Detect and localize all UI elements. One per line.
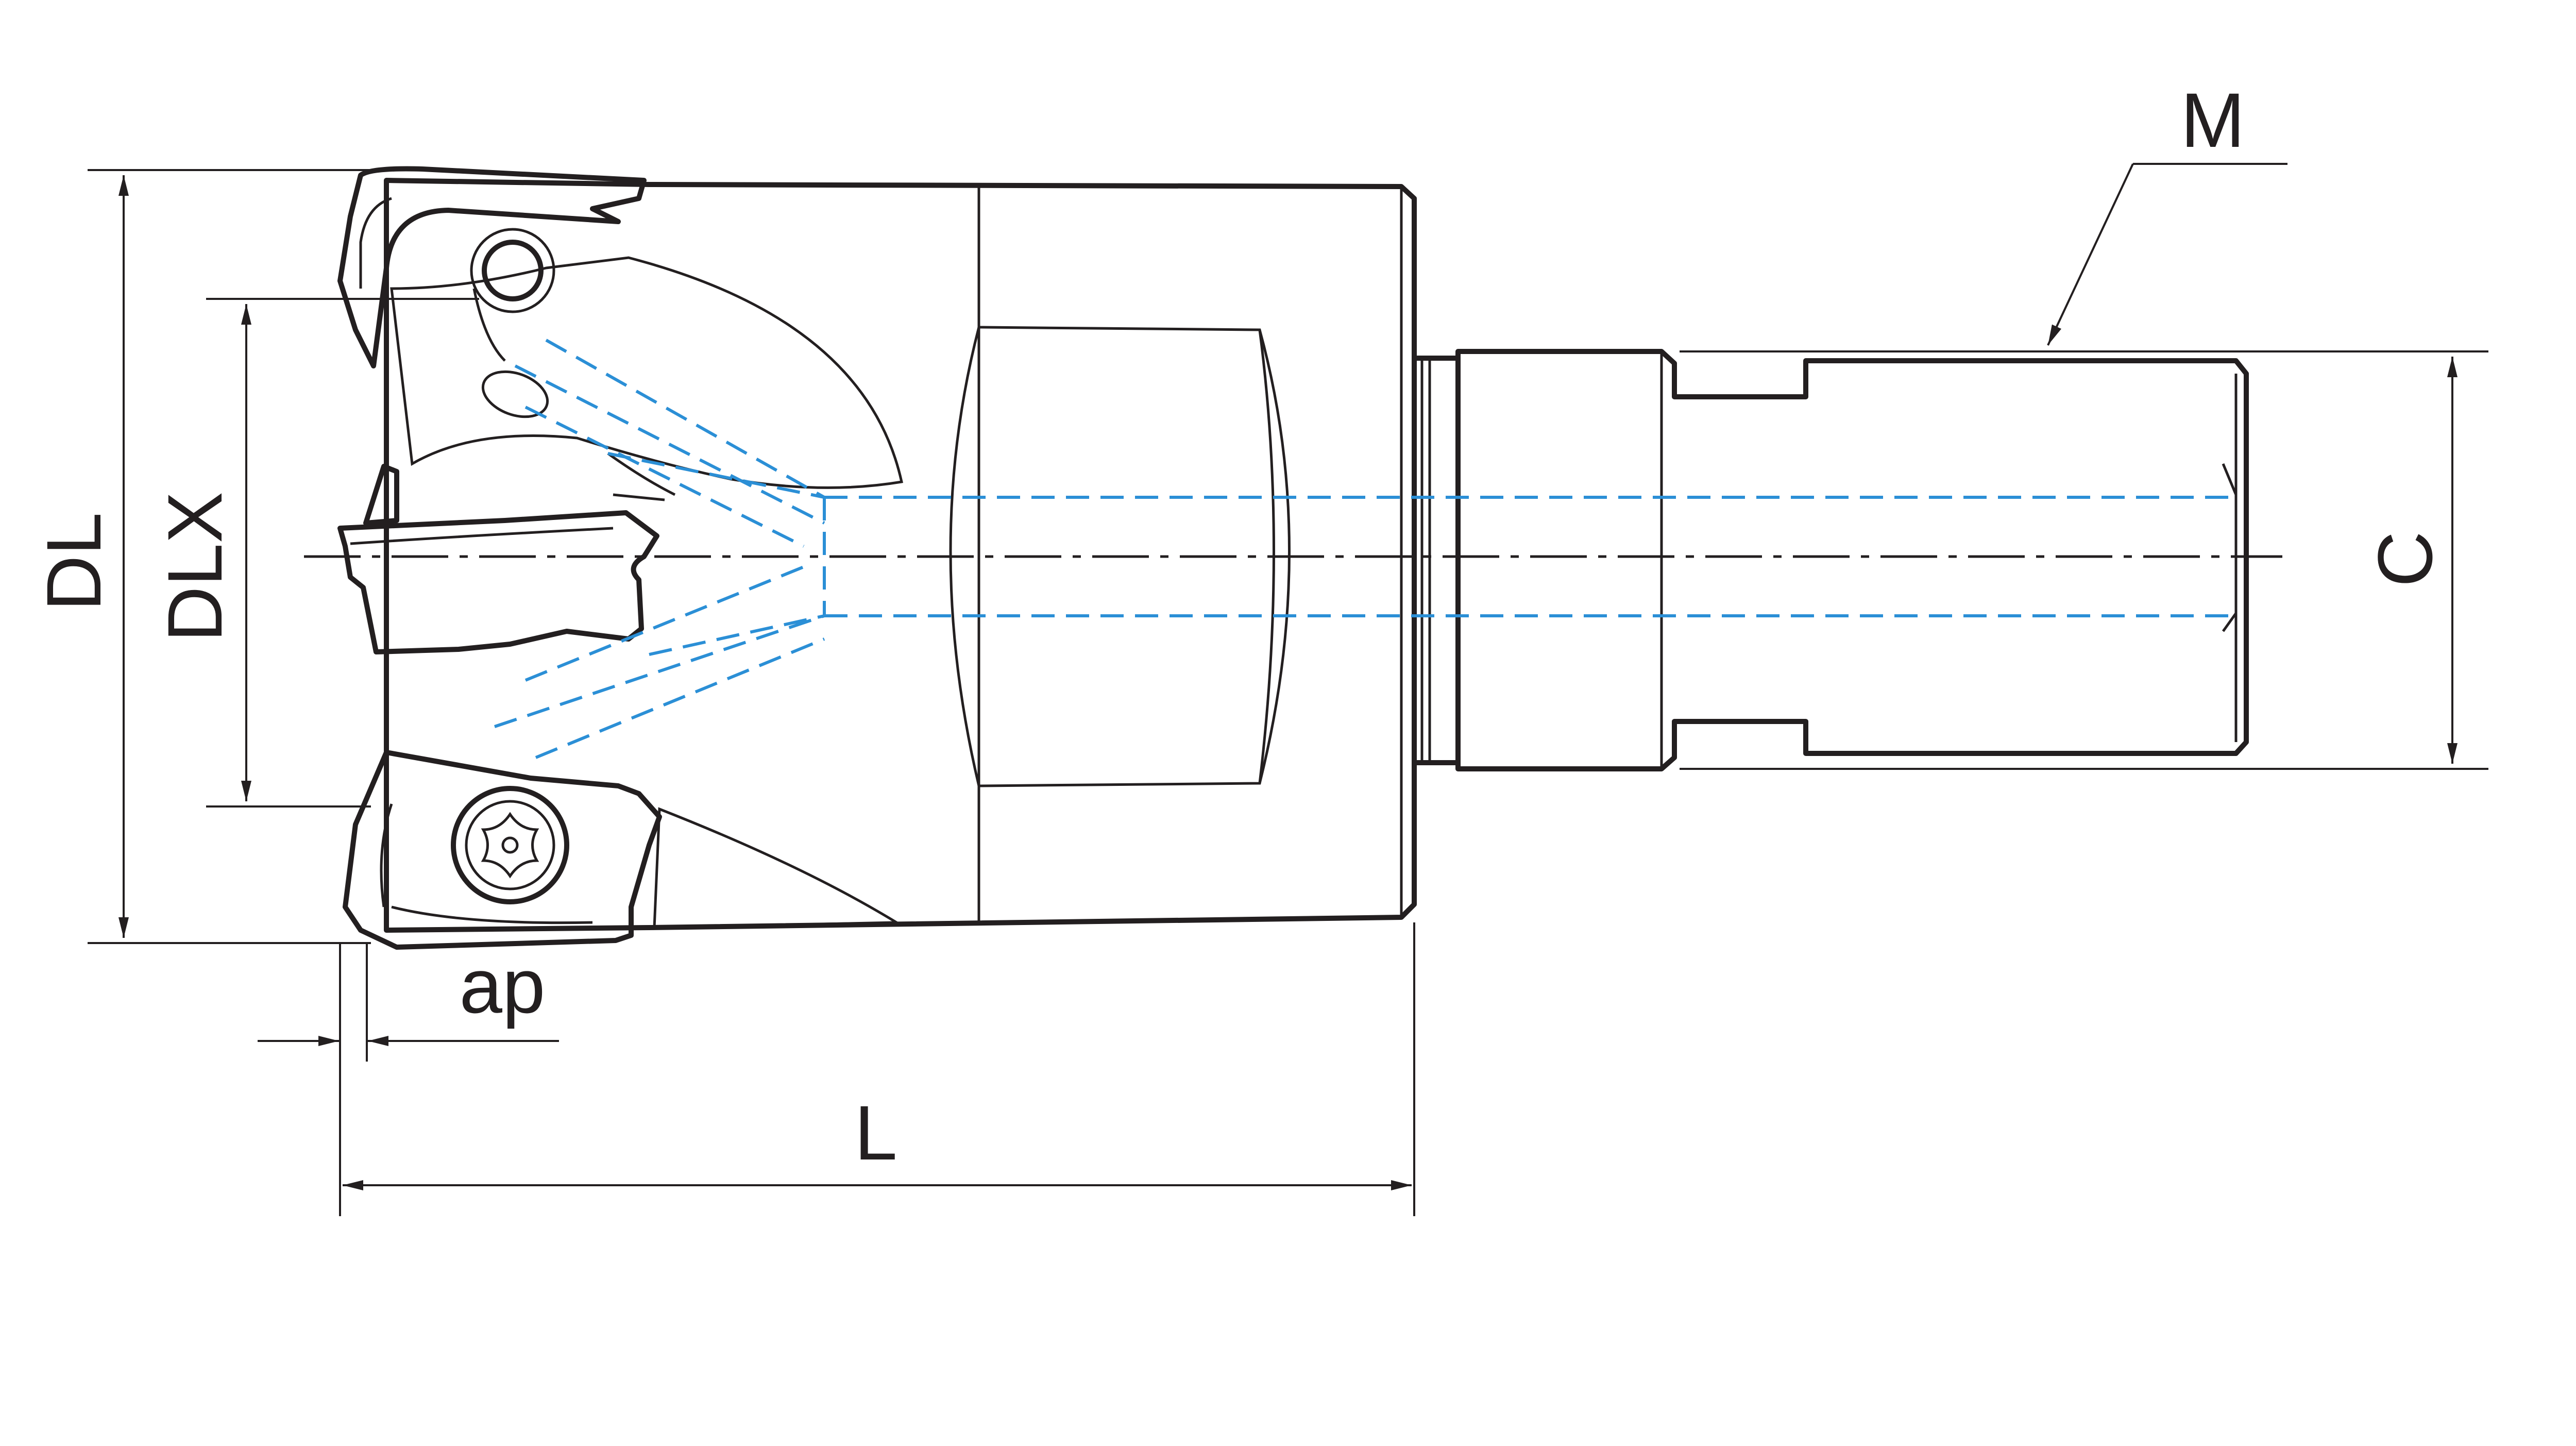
dl-label: DL [30, 512, 117, 611]
l-label: L [854, 1089, 897, 1176]
chip-pocket-top [390, 256, 904, 489]
clamp-screw-bottom-ring [465, 800, 555, 890]
coolant-channel-upper [514, 339, 825, 548]
holder-body [384, 178, 1417, 933]
insert-top [337, 166, 647, 368]
torx-center [501, 836, 519, 854]
shank [1455, 349, 2249, 771]
clamp-screw-top [470, 228, 555, 313]
m-label: M [2181, 77, 2245, 163]
insert-middle-top [363, 464, 399, 526]
clamp-screw-top-inner [482, 240, 544, 301]
insert-bottom [343, 750, 662, 950]
c-label: C [2362, 531, 2448, 587]
wrench-flat-inner [977, 327, 1275, 786]
clamp-screw-bottom [451, 786, 569, 904]
ap-label: ap [460, 943, 546, 1029]
insert-top-face [359, 197, 392, 289]
coolant-channel-lower [494, 565, 825, 759]
m-leader [2047, 163, 2134, 346]
insert-bottom-face [380, 803, 593, 924]
insert-middle-line [350, 527, 614, 545]
pocket-edge [472, 288, 676, 501]
chip-pocket-bottom [653, 807, 901, 929]
shank-line [2222, 463, 2238, 495]
torx-icon [481, 812, 539, 879]
coolant-channel-main [824, 496, 2231, 617]
shank-line [2222, 612, 2238, 632]
dlx-label: DLX [151, 492, 238, 642]
insert-middle [337, 510, 659, 654]
wrench-flat [949, 326, 1291, 787]
coolant-hole-ellipse [481, 370, 549, 418]
